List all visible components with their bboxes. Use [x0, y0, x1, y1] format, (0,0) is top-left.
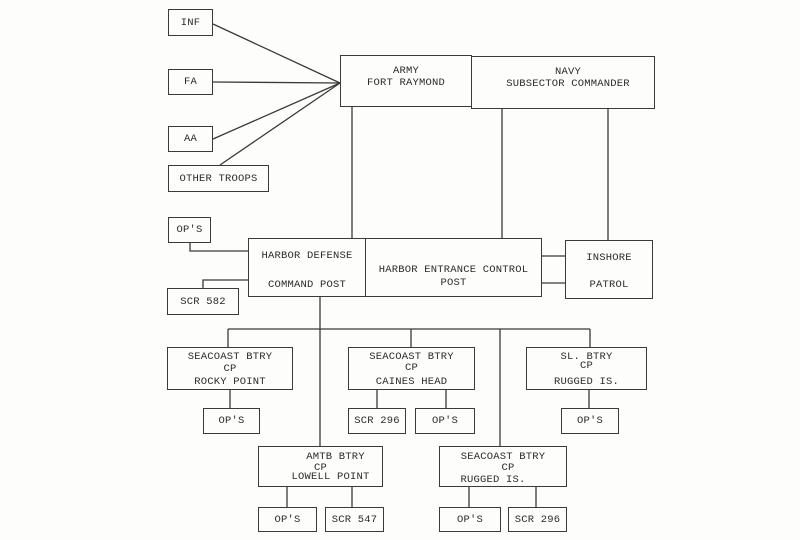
- box-seacoast-rugged: SEACOAST BTRY CP RUGGED IS.: [439, 446, 567, 487]
- box-hd-scr: SCR 582: [167, 288, 239, 315]
- box-other-troops-label: OTHER TROOPS: [179, 172, 258, 185]
- box-harbor-defense: HARBOR DEFENSE COMMAND POST: [248, 238, 366, 297]
- box-aa-label: AA: [183, 133, 197, 145]
- sr-line3: RUGGED IS.: [460, 474, 526, 486]
- sr-line1: SEACOAST BTRY: [460, 451, 546, 463]
- box-caines-head: SEACOAST BTRY CP CAINES HEAD: [348, 347, 475, 390]
- box-caines-ops: OP'S: [415, 408, 475, 434]
- army-line1: ARMY: [392, 65, 419, 77]
- army-line2: FORT RAYMOND: [366, 77, 445, 89]
- box-sl-rugged: SL. BTRY CP RUGGED IS.: [526, 347, 647, 390]
- rocky-line3: ROCKY POINT: [194, 376, 266, 388]
- box-fa-label: FA: [183, 76, 197, 88]
- connector-hd-scr: [202, 279, 248, 288]
- box-fa: FA: [168, 69, 213, 95]
- lowell-scr-label: SCR 547: [331, 513, 378, 526]
- caines-line3: CAINES HEAD: [375, 376, 448, 388]
- harbor-entrance-line1: HARBOR ENTRANCE CONTROL: [378, 264, 529, 276]
- inshore-line2: PATROL: [589, 279, 629, 291]
- box-sr-scr: SCR 296: [508, 507, 567, 532]
- rocky-line2: CP: [223, 363, 237, 375]
- caines-line2: CP: [404, 362, 418, 374]
- sl-line1: SL. BTRY: [560, 351, 613, 363]
- sl-line2: CP: [579, 360, 593, 372]
- box-lowell-ops: OP'S: [258, 507, 317, 532]
- navy-line2: SUBSECTOR COMMANDER: [506, 78, 630, 90]
- caines-scr-label: SCR 296: [354, 415, 400, 427]
- rocky-line1: SEACOAST BTRY: [187, 351, 273, 363]
- box-sr-ops: OP'S: [439, 507, 501, 532]
- connector-hd-ops: [189, 242, 248, 252]
- lowell-line1: AMTB BTRY: [306, 451, 365, 463]
- harbor-defense-line2: COMMAND POST: [267, 279, 346, 291]
- box-inf: INF: [168, 9, 213, 36]
- hd-scr-label: SCR 582: [180, 295, 226, 308]
- box-inshore-patrol: INSHORE PATROL: [565, 240, 653, 299]
- box-sl-ops: OP'S: [561, 408, 619, 434]
- box-navy: NAVY SUBSECTOR COMMANDER: [471, 56, 655, 109]
- lowell-ops-label: OP'S: [274, 513, 301, 526]
- sr-ops-label: OP'S: [456, 513, 483, 526]
- navy-line1: NAVY: [554, 66, 581, 78]
- lowell-line2: CP: [313, 462, 327, 474]
- sr-scr-label: SCR 296: [514, 513, 561, 526]
- caines-line1: SEACOAST BTRY: [369, 351, 454, 363]
- box-caines-scr: SCR 296: [348, 408, 406, 434]
- sl-line3: RUGGED IS.: [553, 376, 619, 388]
- box-lowell-point: AMTB BTRY CP LOWELL POINT: [258, 446, 383, 487]
- lowell-line3: LOWELL POINT: [291, 471, 370, 483]
- sl-ops-label: OP'S: [576, 415, 603, 427]
- box-rocky-ops: OP'S: [203, 408, 260, 434]
- box-aa: AA: [168, 126, 213, 152]
- caines-ops-label: OP'S: [431, 415, 458, 427]
- connector-other-army: [219, 82, 341, 166]
- box-hd-ops: OP'S: [168, 217, 211, 243]
- connector-inf-army: [212, 23, 341, 84]
- rocky-ops-label: OP'S: [218, 415, 245, 427]
- inshore-line1: INSHORE: [586, 252, 632, 264]
- box-harbor-entrance: HARBOR ENTRANCE CONTROL POST: [365, 238, 542, 297]
- box-inf-label: INF: [180, 16, 201, 29]
- sr-line2: CP: [501, 462, 515, 474]
- hd-ops-label: OP'S: [176, 224, 203, 236]
- box-other-troops: OTHER TROOPS: [168, 165, 269, 192]
- harbor-entrance-line2: POST: [440, 277, 467, 289]
- harbor-defense-line1: HARBOR DEFENSE: [261, 250, 353, 262]
- box-rocky-point: SEACOAST BTRY CP ROCKY POINT: [167, 347, 293, 390]
- connector-fa-army: [212, 81, 341, 84]
- connector-aa-army: [212, 82, 341, 140]
- box-army: ARMY FORT RAYMOND: [340, 55, 472, 107]
- box-lowell-scr: SCR 547: [325, 507, 384, 532]
